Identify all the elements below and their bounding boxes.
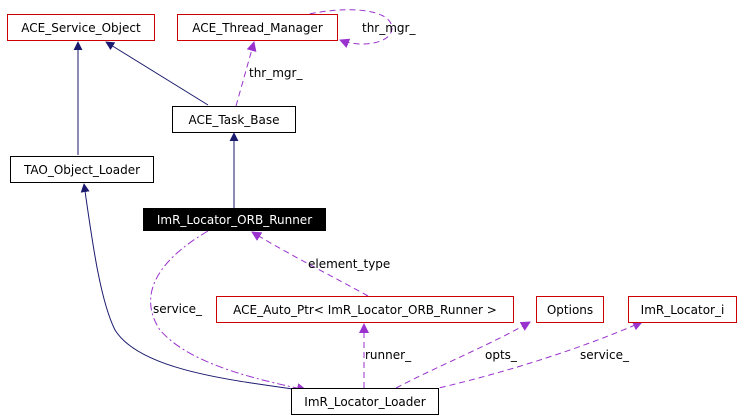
edge-loader-opts bbox=[395, 321, 531, 389]
edge-label-opts: opts_ bbox=[485, 348, 517, 362]
edge-label-service-left: service_ bbox=[153, 302, 202, 316]
node-imr-locator-loader[interactable]: ImR_Locator_Loader bbox=[291, 388, 439, 415]
edge-loader-to-tao-object-loader bbox=[80, 183, 301, 391]
node-imr-locator-i[interactable]: ImR_Locator_i bbox=[628, 296, 737, 323]
node-imr-locator-orb-runner[interactable]: ImR_Locator_ORB_Runner bbox=[143, 208, 326, 231]
node-tao-object-loader[interactable]: TAO_Object_Loader bbox=[10, 156, 154, 183]
edge-auto-ptr-element-type bbox=[251, 231, 369, 297]
edge-runner-service-to-loader bbox=[150, 230, 307, 393]
node-ace-thread-manager[interactable]: ACE_Thread_Manager bbox=[177, 14, 338, 41]
edge-thread-manager-self bbox=[299, 9, 393, 48]
node-ace-auto-ptr[interactable]: ACE_Auto_Ptr< ImR_Locator_ORB_Runner > bbox=[216, 296, 514, 323]
edge-label-thr-mgr: thr_mgr_ bbox=[249, 66, 303, 80]
edge-label-service-right: service_ bbox=[580, 348, 629, 362]
edge-task-base-thr-mgr bbox=[235, 41, 257, 107]
edge-loader-service-right bbox=[429, 321, 643, 391]
node-ace-task-base[interactable]: ACE_Task_Base bbox=[172, 106, 296, 133]
edge-label-element-type: element_type bbox=[308, 257, 391, 271]
edge-label-thr-mgr-self: thr_mgr_ bbox=[362, 21, 416, 35]
edge-task-base-to-ace-service-object bbox=[105, 41, 209, 106]
edge-label-runner: runner_ bbox=[365, 348, 412, 362]
node-ace-service-object[interactable]: ACE_Service_Object bbox=[7, 14, 155, 41]
node-options[interactable]: Options bbox=[536, 296, 604, 323]
